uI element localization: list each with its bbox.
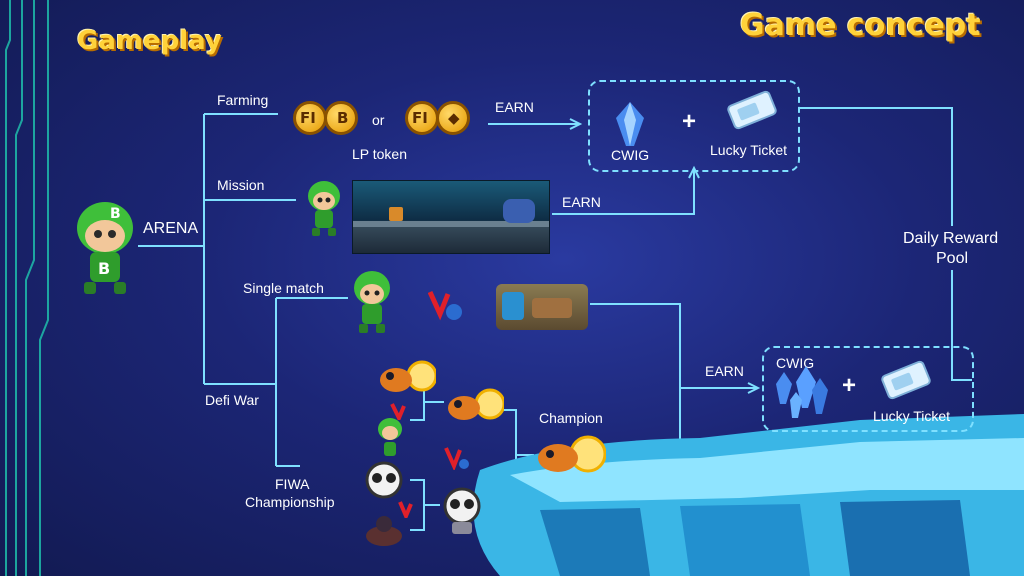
farming-label: Farming: [217, 92, 269, 108]
green-mascot-icon-small: [308, 181, 340, 236]
green-mascot-icon: B B: [77, 202, 133, 294]
fiwa-label-line1: FIWA: [275, 476, 310, 492]
fox-character-icon: [380, 360, 436, 392]
ethereum-coin-icon: ◆: [436, 101, 470, 135]
green-mascot-icon-tourney: [378, 418, 402, 456]
svg-text:B: B: [98, 259, 110, 278]
plus-top: +: [682, 108, 697, 135]
panda-robot-icon-2: [443, 487, 481, 534]
ticket-icon: [727, 90, 777, 130]
dark-character-icon: [366, 516, 402, 546]
game-concept-title: Game concept: [740, 8, 981, 43]
fiwa-label-line2: Championship: [245, 494, 335, 510]
champion-label: Champion: [539, 410, 603, 426]
or-label: or: [372, 112, 385, 128]
cwig-top-label: CWIG: [611, 147, 650, 163]
panda-robot-icon: [365, 461, 403, 499]
gameplay-title: Gameplay: [77, 26, 222, 56]
arena-label: ARENA: [143, 220, 199, 237]
fi-coin-icon-2: FI: [405, 101, 439, 135]
mission-gameplay-scene-image: [352, 180, 550, 254]
crystal-cluster-icon: [776, 366, 828, 418]
versus-icon-4: [398, 501, 413, 518]
versus-icon-3: [444, 447, 469, 470]
earn-farming-label: EARN: [495, 99, 534, 115]
versus-icon: [428, 290, 462, 321]
single-match-label: Single match: [243, 280, 324, 296]
earn-bottom-label: EARN: [705, 363, 744, 379]
reward-box-top: [588, 80, 800, 172]
ticket-icon-bottom: [881, 360, 931, 400]
defi-war-label: Defi War: [205, 392, 259, 408]
fi-coin-icon: FI: [293, 101, 327, 135]
cwig-bottom-label: CWIG: [776, 355, 815, 371]
ice-platform-image: [473, 414, 1024, 576]
crystal-icon: [616, 102, 644, 146]
champion-fox-icon: [538, 435, 606, 473]
earn-mission-label: EARN: [562, 194, 601, 210]
versus-icon-2: [390, 403, 406, 420]
daily-reward-label-line1: Daily Reward: [903, 230, 999, 247]
green-mascot-icon-single: [354, 271, 390, 333]
reward-box-bottom: [762, 346, 974, 432]
plus-bottom: +: [842, 372, 857, 399]
lucky-ticket-bottom-label: Lucky Ticket: [873, 408, 951, 424]
lucky-ticket-top-label: Lucky Ticket: [710, 142, 788, 158]
lp-token-label: LP token: [352, 146, 408, 162]
bitcoin-coin-icon: B: [324, 101, 358, 135]
daily-reward-label-line2: Pool: [936, 250, 969, 267]
fox-character-icon-2: [448, 388, 504, 420]
mission-label: Mission: [217, 177, 265, 193]
robot-enemy-image: [496, 284, 588, 330]
svg-text:B: B: [110, 206, 121, 222]
